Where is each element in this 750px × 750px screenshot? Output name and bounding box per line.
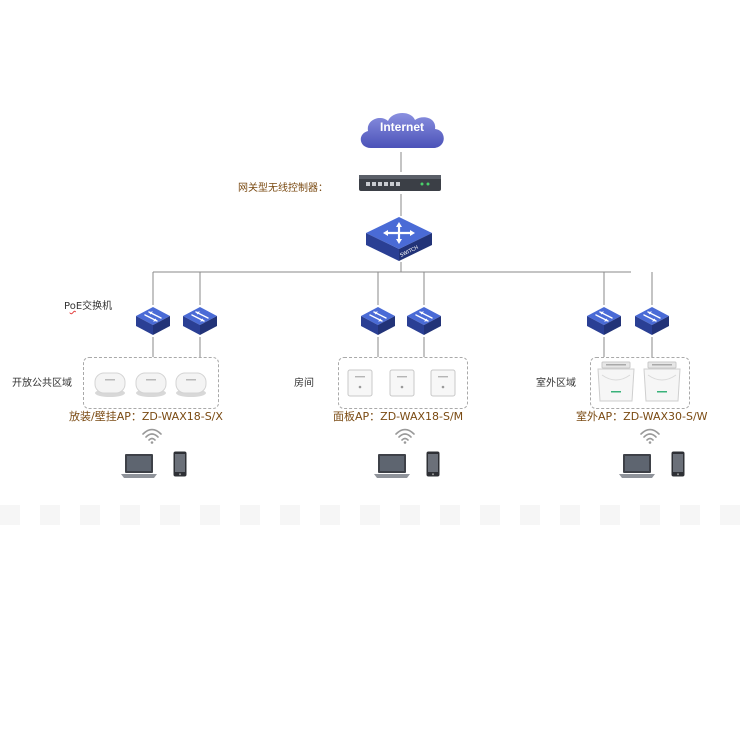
outdoor-ap-icon [643, 361, 681, 402]
internet-label: Internet [379, 120, 424, 134]
outdoor-ap-icon [597, 361, 635, 402]
laptop-icon [121, 453, 157, 479]
poe-switch-icon [181, 305, 219, 337]
smartphone-icon [671, 451, 685, 477]
wifi-signal-icon [639, 426, 661, 444]
zone-label-outdoor: 室外区域 [536, 378, 576, 389]
ap-model-label: 面板AP：ZD-WAX18-S/M [333, 410, 464, 423]
poe-switch-icon [585, 305, 623, 337]
smartphone-icon [173, 451, 187, 477]
ceiling-ap-icon [135, 372, 167, 397]
poe-switch-icon [359, 305, 397, 337]
poe-switch-icon [633, 305, 671, 337]
poe-switch-label: PoE交换机 [64, 301, 113, 312]
wifi-signal-icon [141, 426, 163, 444]
ceiling-ap-icon [94, 372, 126, 397]
wall-panel-ap-icon [389, 369, 415, 397]
poe-switch-icon [405, 305, 443, 337]
faint-band [0, 505, 750, 525]
wifi-signal-icon [394, 426, 416, 444]
smartphone-icon [426, 451, 440, 477]
ap-model-label: 放装/壁挂AP：ZD-WAX18-S/X [69, 410, 223, 423]
wall-panel-ap-icon [430, 369, 456, 397]
zone-label-room: 房间 [294, 378, 314, 389]
controller-label: 网关型无线控制器： [238, 183, 328, 194]
core-switch-icon: SWITCH [366, 217, 432, 261]
zone-label-open-public: 开放公共区域 [12, 378, 72, 389]
ap-model-label: 室外AP：ZD-WAX30-S/W [576, 410, 708, 423]
laptop-icon [619, 453, 655, 479]
poe-switch-icon [134, 305, 172, 337]
zone-box-open-public [83, 357, 219, 409]
wireless-controller-device [359, 175, 441, 191]
internet-cloud-icon [360, 112, 444, 148]
laptop-icon [374, 453, 410, 479]
ceiling-ap-icon [175, 372, 207, 397]
zone-box-outdoor [590, 357, 690, 409]
wall-panel-ap-icon [347, 369, 373, 397]
zone-box-room [338, 357, 468, 409]
